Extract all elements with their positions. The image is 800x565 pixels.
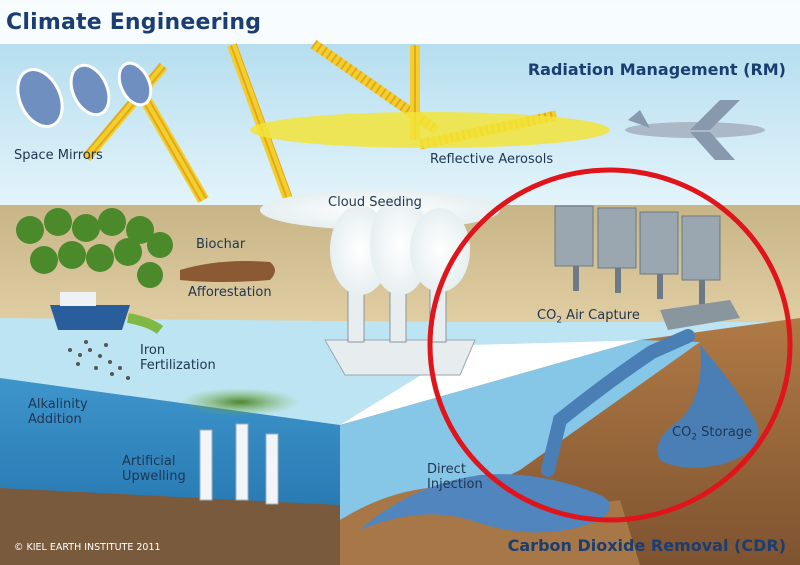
ship-art <box>324 281 476 376</box>
label-direct-injection: Direct Injection <box>427 462 483 492</box>
label-reflective-aerosols: Reflective Aerosols <box>430 152 554 167</box>
label-direct-line-1: Direct <box>427 462 466 477</box>
copyright-notice: © KIEL EARTH INSTITUTE 2011 <box>14 542 161 553</box>
label-co2-storage: CO2 Storage <box>672 425 752 446</box>
cdr-highlight-ring <box>427 167 793 523</box>
label-co2-capture-post: Air Capture <box>562 308 640 323</box>
air-capture-art <box>554 205 740 330</box>
label-cloud-seeding: Cloud Seeding <box>328 195 422 210</box>
iron-particles <box>68 340 130 380</box>
title-band <box>0 0 800 44</box>
space-mirrors-art <box>16 61 153 128</box>
fertilization-boat-art <box>50 292 164 335</box>
trees-art <box>16 208 173 288</box>
sunbeam-2 <box>227 43 294 202</box>
biochar-art <box>180 261 275 282</box>
label-space-mirrors: Space Mirrors <box>14 148 103 163</box>
upwelling-pipes-art <box>199 423 279 505</box>
label-iron-fertilization: Iron Fertilization <box>140 343 216 373</box>
label-alkalinity-line-1: Alkalinity <box>28 397 88 412</box>
label-alkalinity-line-2: Addition <box>28 412 82 427</box>
co2-pipeline <box>541 329 695 477</box>
label-afforestation: Afforestation <box>188 285 272 300</box>
smoke-plume <box>260 190 500 295</box>
label-co2-air-capture: CO2 Air Capture <box>537 308 640 329</box>
section-heading-rm: Radiation Management (RM) <box>527 60 786 79</box>
airplane-art <box>625 100 765 160</box>
section-heading-cdr: Carbon Dioxide Removal (CDR) <box>507 536 786 555</box>
label-iron-line-2: Fertilization <box>140 358 216 373</box>
page-title: Climate Engineering <box>6 10 262 35</box>
label-artificial-upwelling: Artificial Upwelling <box>122 454 186 484</box>
co2-reservoir <box>657 345 759 468</box>
seabed-left <box>0 488 340 565</box>
label-iron-line-1: Iron <box>140 343 166 358</box>
label-co2-capture-pre: CO <box>537 308 557 323</box>
label-co2-storage-pre: CO <box>672 425 692 440</box>
label-co2-storage-sub: 2 <box>691 432 698 443</box>
label-direct-line-2: Injection <box>427 477 483 492</box>
aerosol-layer <box>250 112 610 148</box>
algae-bloom <box>180 388 300 416</box>
label-upwelling-line-1: Artificial <box>122 454 176 469</box>
sunbeam-5 <box>410 45 420 140</box>
co2-seabed-plume <box>360 474 610 533</box>
label-alkalinity-addition: Alkalinity Addition <box>28 397 88 427</box>
label-co2-storage-post: Storage <box>697 425 753 440</box>
label-biochar: Biochar <box>196 237 246 252</box>
label-upwelling-line-2: Upwelling <box>122 469 186 484</box>
sunbeam-4 <box>310 39 440 135</box>
label-co2-capture-sub: 2 <box>556 315 563 326</box>
